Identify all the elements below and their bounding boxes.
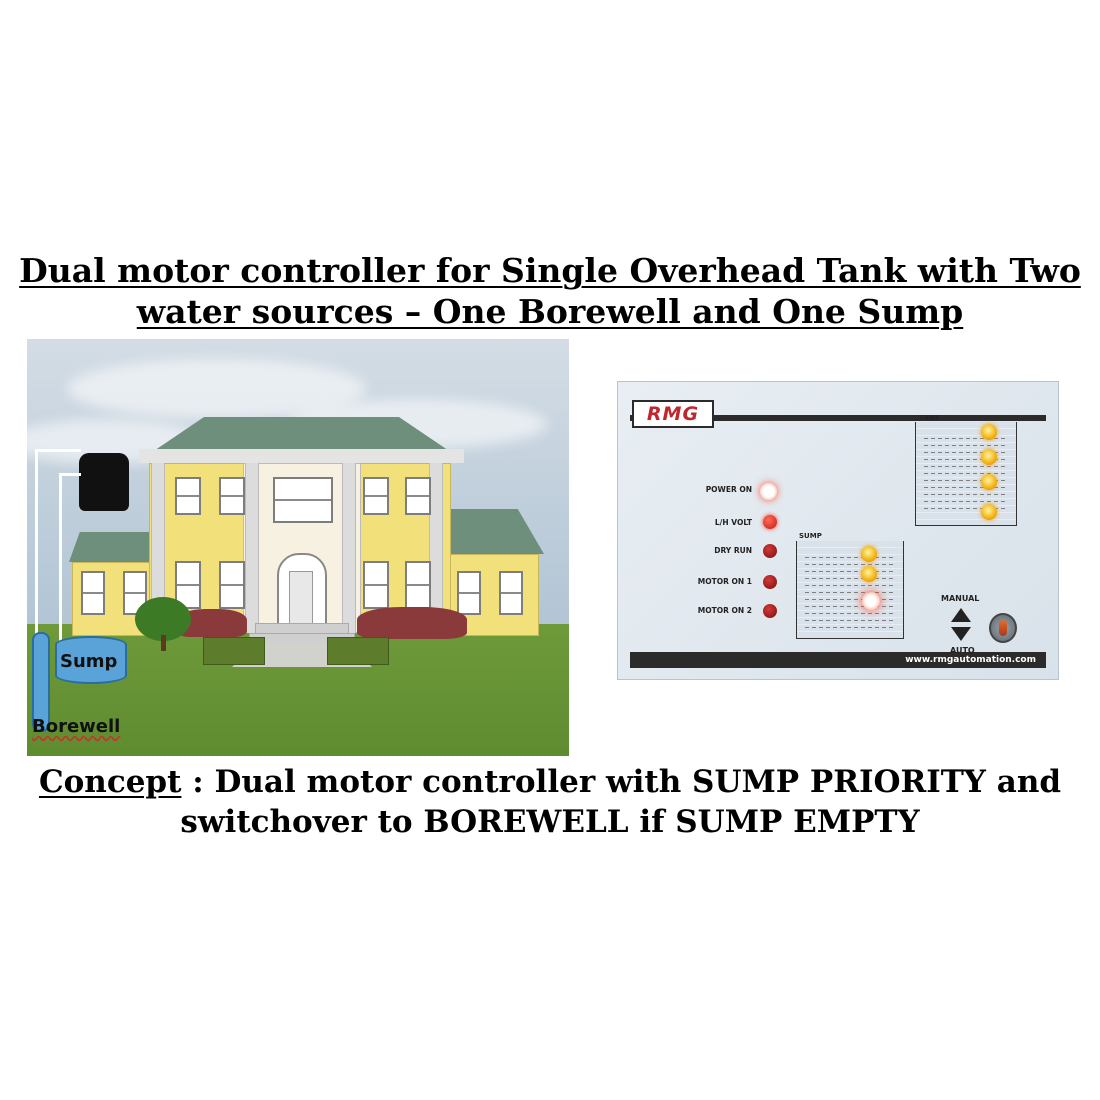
left-wing-roof	[69, 532, 159, 562]
dry-run-label: DRY RUN	[714, 546, 752, 555]
title-line-1: Dual motor controller for Single Overhea…	[19, 251, 1081, 290]
window	[363, 561, 389, 609]
right-wing-roof	[439, 509, 544, 554]
motor-on-1-label: MOTOR ON 1	[697, 577, 752, 586]
window	[457, 571, 481, 615]
window	[219, 477, 245, 515]
concept-text: Concept : Dual motor controller with SUM…	[0, 762, 1100, 842]
pipe	[59, 473, 81, 476]
tank-vessel	[915, 422, 1017, 526]
sump-tank	[55, 636, 127, 684]
tree	[135, 597, 191, 641]
page-title: Dual motor controller for Single Overhea…	[0, 250, 1100, 332]
motor-on-2-label: MOTOR ON 2	[697, 606, 752, 615]
overhead-tank	[79, 453, 129, 511]
window	[405, 561, 431, 609]
pipe	[35, 449, 81, 452]
borewell-label: Borewell	[32, 716, 121, 737]
power-on-label: POWER ON	[705, 485, 752, 494]
column	[151, 463, 165, 633]
manual-label: MANUAL	[941, 594, 980, 603]
motor-on-1-led	[763, 575, 777, 589]
tank-level-led	[981, 424, 997, 440]
panel-top-bar	[630, 415, 1046, 421]
pipe	[59, 473, 62, 641]
mode-toggle-switch[interactable]	[989, 613, 1017, 643]
column	[342, 463, 356, 633]
tank-level-led	[981, 504, 997, 520]
window	[219, 561, 245, 609]
sump-level-led	[861, 546, 877, 562]
cornice	[139, 449, 464, 463]
dry-run-led	[763, 544, 777, 558]
column	[429, 463, 443, 633]
title-line-2: water sources – One Borewell and One Sum…	[136, 292, 964, 331]
tank-label: TANK	[919, 414, 940, 422]
sump-panel-label: SUMP	[799, 532, 822, 540]
auto-label: AUTO	[950, 646, 975, 655]
manual-arrow-icon	[951, 608, 971, 622]
window	[405, 477, 431, 515]
hedge	[327, 637, 389, 665]
sump-level-led	[862, 592, 880, 610]
brand-logo: RMG	[632, 400, 714, 428]
door-panel	[289, 571, 313, 625]
power-on-led	[760, 483, 777, 500]
sump-vessel	[796, 541, 904, 639]
website-text: www.rmgautomation.com	[905, 655, 1036, 665]
tree-trunk	[161, 635, 166, 651]
house-illustration	[27, 339, 569, 756]
tank-level-led	[981, 449, 997, 465]
window	[175, 477, 201, 515]
lh-volt-label: L/H VOLT	[714, 518, 752, 527]
auto-arrow-icon	[951, 627, 971, 641]
motor-on-2-led	[763, 604, 777, 618]
sump-level-led	[861, 566, 877, 582]
lh-volt-led	[763, 515, 777, 529]
shrub	[357, 607, 467, 639]
window	[81, 571, 105, 615]
hedge	[203, 637, 265, 665]
borewell-pipe	[32, 632, 50, 732]
window	[363, 477, 389, 515]
sump-label: Sump	[60, 651, 118, 672]
concept-lead: Concept	[38, 764, 182, 800]
panel-bottom-bar	[630, 652, 1046, 668]
window	[499, 571, 523, 615]
window	[273, 477, 333, 523]
column	[245, 463, 259, 633]
concept-line-2: switchover to BOREWELL if SUMP EMPTY	[180, 804, 920, 840]
concept-line-1: : Dual motor controller with SUMP PRIORI…	[181, 764, 1062, 800]
pipe	[35, 449, 38, 649]
tank-level-led	[981, 474, 997, 490]
